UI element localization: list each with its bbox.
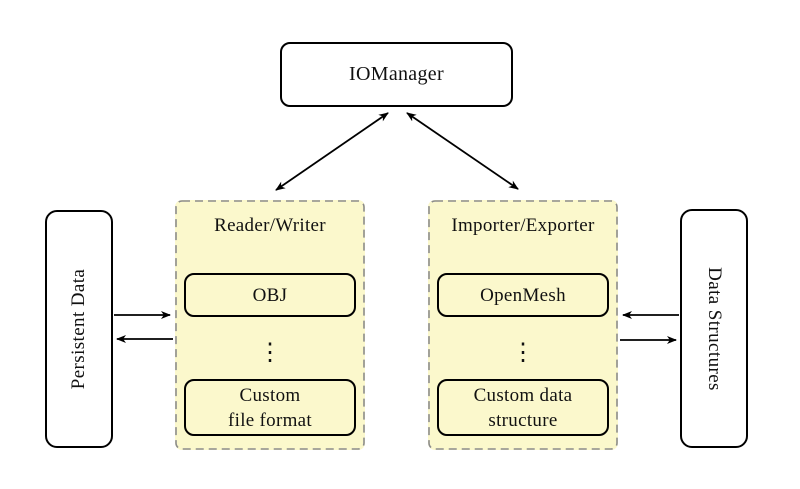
- reader-writer-ellipsis: ⋮: [258, 340, 282, 366]
- data-structures-node: Data Structures: [680, 209, 748, 448]
- obj-node: OBJ: [184, 273, 356, 317]
- arrow-iomanager-importerexporter: [406, 112, 519, 190]
- custom-file-format-line2: file format: [227, 409, 312, 431]
- openmesh-label: OpenMesh: [480, 284, 566, 306]
- custom-data-structure-node: Custom data structure: [437, 379, 609, 436]
- data-structures-label: Data Structures: [704, 266, 725, 391]
- importer-exporter-title: Importer/Exporter: [451, 215, 595, 236]
- iomanager-node: IOManager: [280, 42, 513, 107]
- iomanager-label: IOManager: [349, 63, 444, 85]
- custom-data-structure-line2: structure: [488, 409, 558, 431]
- persistent-data-node: Persistent Data: [45, 210, 113, 448]
- importer-exporter-ellipsis: ⋮: [511, 340, 535, 366]
- custom-data-structure-line1: Custom data: [473, 384, 573, 406]
- importer-exporter-panel: Importer/Exporter OpenMesh ⋮ Custom data…: [428, 200, 618, 450]
- reader-writer-title: Reader/Writer: [214, 215, 326, 236]
- arrow-iomanager-readerwriter: [275, 112, 389, 191]
- persistent-data-label: Persistent Data: [68, 268, 89, 390]
- reader-writer-panel: Reader/Writer OBJ ⋮ Custom file format: [175, 200, 365, 450]
- custom-file-format-line1: Custom: [239, 384, 301, 406]
- custom-file-format-node: Custom file format: [184, 379, 356, 436]
- obj-label: OBJ: [252, 284, 288, 306]
- openmesh-node: OpenMesh: [437, 273, 609, 317]
